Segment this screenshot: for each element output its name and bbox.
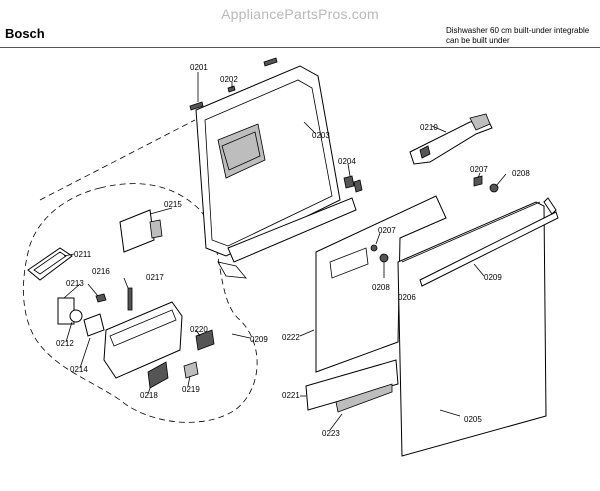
part-0219 [183, 361, 199, 379]
label-0214: 0214 [70, 365, 88, 374]
label-0201: 0201 [190, 63, 208, 72]
label-0219: 0219 [182, 385, 200, 394]
label-0202: 0202 [220, 75, 238, 84]
pin-0216 [95, 293, 107, 303]
label-0217: 0217 [146, 273, 164, 282]
label-0208-mid: 0208 [372, 283, 390, 292]
label-0216: 0216 [92, 267, 110, 276]
label-0212: 0212 [56, 339, 74, 348]
label-0221: 0221 [282, 391, 300, 400]
screw-0217 [127, 287, 133, 311]
description-line-2: can be built under [446, 36, 510, 45]
label-0203: 0203 [312, 131, 330, 140]
plate-0215 [119, 209, 155, 253]
label-0209-handle: 0209 [484, 273, 502, 282]
inner-door-panel[interactable] [195, 65, 357, 279]
label-0205: 0205 [464, 415, 482, 424]
screw-0207-right [473, 175, 483, 187]
nut-0206 [379, 253, 389, 263]
label-0211: 0211 [74, 250, 92, 259]
knob-0214 [83, 313, 105, 337]
hinge-clip-0204 [343, 175, 363, 193]
control-unit-0209[interactable] [103, 301, 183, 379]
strip-0221 [305, 359, 399, 411]
front-panel-0222[interactable] [315, 195, 447, 373]
description-line-1: Dishwasher 60 cm built-under integrable [446, 26, 590, 35]
label-0206: 0206 [398, 293, 416, 302]
label-0207-mid: 0207 [378, 226, 396, 235]
bracket-0210 [409, 113, 493, 165]
part-0218 [147, 361, 169, 389]
label-0208-right: 0208 [512, 169, 530, 178]
pad-0215b [149, 219, 163, 239]
screw-0202 [227, 85, 236, 93]
label-0204: 0204 [338, 157, 356, 166]
leader-dashed-top [39, 119, 196, 201]
label-0210: 0210 [420, 123, 438, 132]
door-handle-0209 [419, 197, 559, 287]
label-0218: 0218 [140, 391, 158, 400]
ring-0212 [69, 309, 83, 323]
watermark: AppliancePartsPros.com [221, 6, 379, 22]
leader-lines [63, 72, 507, 431]
trim-0223 [335, 383, 393, 413]
brand-title: Bosch [5, 26, 45, 41]
label-0222: 0222 [282, 333, 300, 342]
model-description: Dishwasher 60 cm built-under integrable … [446, 26, 596, 46]
label-0215: 0215 [164, 200, 182, 209]
display-0211 [27, 247, 73, 281]
label-0223: 0223 [322, 429, 340, 438]
control-module-boundary [23, 183, 258, 423]
header-divider [0, 47, 600, 48]
outer-door-0205[interactable] [397, 201, 547, 457]
screw-0207-mid [370, 244, 378, 252]
label-0220: 0220 [190, 325, 208, 334]
spring-0220 [195, 329, 215, 351]
label-0209-control: 0209 [250, 335, 268, 344]
label-0207-right: 0207 [470, 165, 488, 174]
screw-0201 [189, 57, 278, 111]
label-0213: 0213 [66, 279, 84, 288]
